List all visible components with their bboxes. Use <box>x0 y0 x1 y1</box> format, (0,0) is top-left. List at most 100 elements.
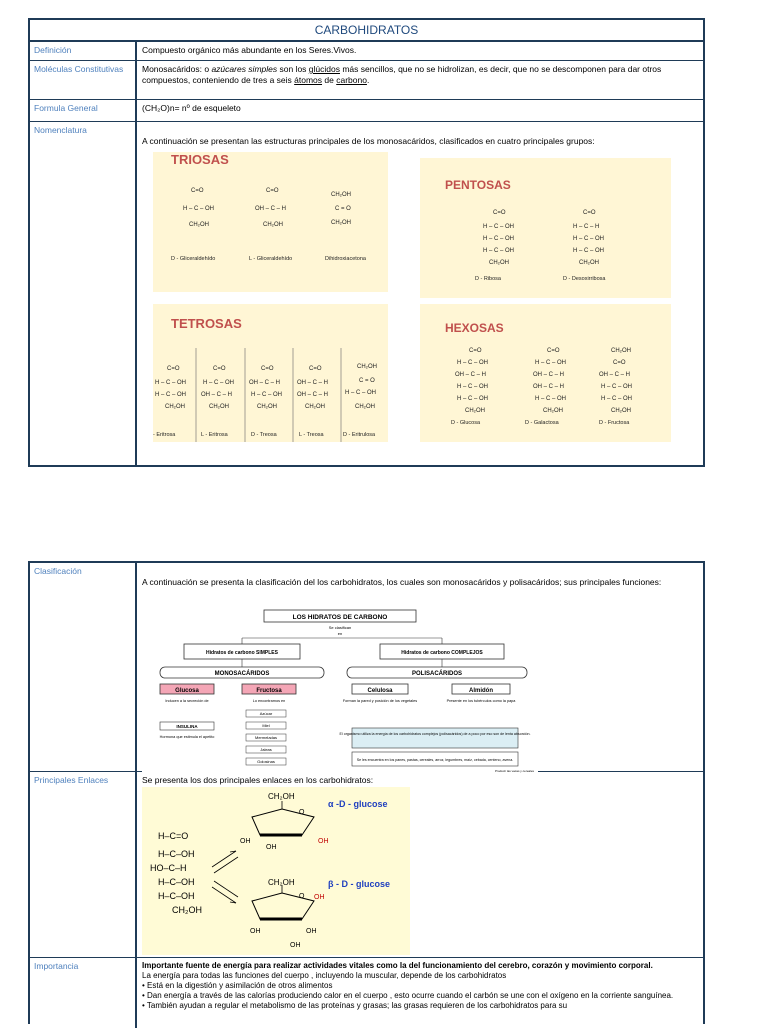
map-complejos: Hidratos de carbono COMPLEJOS <box>401 650 483 656</box>
pentosa-structures: C=O H – C – OH H – C – OH H – C – OH CH₂OH C… <box>483 210 604 266</box>
map-mono: MONOSACÁRIDOS <box>215 670 270 677</box>
link-glucidos[interactable]: glúcidos <box>308 64 340 74</box>
map-fructosa-items: Azúcar Miel Mermeladas Jaleas Golosinas <box>245 709 287 766</box>
tetrosa-names: - Eritrosa L - Eritrosa D - Treosa L - T… <box>153 432 376 438</box>
svg-text:O: O <box>299 809 305 816</box>
map-en: en <box>338 631 342 636</box>
tetrosa-name-4: L - Treosa <box>299 432 324 438</box>
svg-text:C=O: C=O <box>191 188 204 194</box>
row-importancia: Importancia Importante fuente de energía… <box>30 958 703 1028</box>
svg-text:H – C – OH: H – C – OH <box>251 392 282 398</box>
label-moleculas: Moléculas Constitutivas <box>30 61 137 99</box>
pentosas-title: PENTOSAS <box>445 178 511 192</box>
chain-line-4: H–C–OH <box>158 877 195 887</box>
hexosa-structures: C=O H – C – OH OH – C – H H – C – OH H – C –… <box>455 348 632 414</box>
svg-text:C=O: C=O <box>261 366 274 372</box>
nomenclatura-intro: A continuación se presentan las estructu… <box>142 136 595 146</box>
value-importancia: Importante fuente de energía para realiz… <box>137 958 703 1028</box>
tetrosa-name-1: - Eritrosa <box>153 432 176 438</box>
triosas-title: TRIOSAS <box>171 152 229 167</box>
svg-text:CH₂OH: CH₂OH <box>465 408 485 414</box>
svg-text:H – C – OH: H – C – OH <box>535 360 566 366</box>
label-clasificacion: Clasificación <box>30 563 137 771</box>
row-enlaces: Principales Enlaces Se presenta los dos … <box>30 772 703 958</box>
map-box1: El organismo utiliza la energía de los c… <box>340 732 531 736</box>
svg-text:OH: OH <box>306 928 317 935</box>
classification-map: LOS HIDRATOS DE CARBONO Se clasifican en… <box>142 604 538 774</box>
tetrosa-structures: C=O H – C – OH H – C – OH CH₂OH C=O H – C – … <box>155 348 377 442</box>
mol-text-7: de <box>322 75 337 85</box>
link-atomos[interactable]: átomos <box>294 75 323 85</box>
svg-text:H – C – OH: H – C – OH <box>155 392 186 398</box>
map-fr-note: Lo encontramos en <box>253 699 286 703</box>
value-moleculas: Monosacáridos: o azúcares simples son lo… <box>137 61 703 99</box>
tetrosas-title: TETROSAS <box>171 316 242 331</box>
map-box2: Se les encuentra en los panes, pastas, c… <box>357 758 514 762</box>
svg-text:CH₂OH: CH₂OH <box>209 404 229 410</box>
svg-text:H – C – OH: H – C – OH <box>155 380 186 386</box>
svg-text:OH – C – H: OH – C – H <box>533 372 564 378</box>
svg-text:C=O: C=O <box>167 366 180 372</box>
svg-text:H – C – OH: H – C – OH <box>483 236 514 242</box>
map-almidon: Almidón <box>469 688 493 694</box>
svg-text:H – C – OH: H – C – OH <box>601 396 632 402</box>
svg-text:H – C – OH: H – C – OH <box>457 360 488 366</box>
tetrosa-name-2: L - Eritrosa <box>201 432 229 438</box>
svg-text:CH₂OH: CH₂OH <box>489 260 509 266</box>
map-celulosa: Celulosa <box>367 688 393 694</box>
pentosa-name-1: D - Ribosa <box>475 276 502 282</box>
hexosa-names: D - Glucosa D - Galactosa D - Fructosa <box>451 420 630 426</box>
svg-text:H – C – OH: H – C – OH <box>457 384 488 390</box>
hexosa-name-1: D - Glucosa <box>451 420 481 426</box>
label-definicion: Definición <box>30 42 137 60</box>
map-se-clasifican: Se clasifican <box>329 625 351 630</box>
table-carbohidratos-2: Clasificación A continuación se presenta… <box>28 561 705 1028</box>
tetrosa-name-5: D - Eritrulosa <box>343 432 376 438</box>
svg-text:CH₂OH: CH₂OH <box>331 220 351 226</box>
svg-text:OH: OH <box>266 844 277 851</box>
map-glucosa: Glucosa <box>175 688 199 694</box>
value-clasificacion: A continuación se presenta la clasificac… <box>137 563 703 771</box>
importancia-line-2: • Está en la digestión y asimilación de … <box>142 981 333 990</box>
row-nomenclatura: Nomenclatura A continuación se presentan… <box>30 122 703 465</box>
svg-text:O: O <box>299 893 305 900</box>
map-poli: POLISACÁRIDOS <box>412 670 462 677</box>
alpha-ch2oh: CH₂OH <box>268 792 295 801</box>
chain-line-1: H–C=O <box>158 831 188 841</box>
svg-text:CH₂OH: CH₂OH <box>579 260 599 266</box>
chain-line-2: H–C–OH <box>158 849 195 859</box>
map-fr-item-2: Miel <box>262 723 269 728</box>
svg-text:H – C – OH: H – C – OH <box>573 236 604 242</box>
svg-text:OH – C – H: OH – C – H <box>533 384 564 390</box>
table-title: CARBOHIDRATOS <box>30 20 703 42</box>
mol-text-2: azúcares simples <box>211 64 278 74</box>
svg-text:C=O: C=O <box>493 210 506 216</box>
svg-text:OH – C – H: OH – C – H <box>455 372 486 378</box>
link-carbono[interactable]: carbono <box>336 75 367 85</box>
svg-text:H – C – OH: H – C – OH <box>203 380 234 386</box>
svg-text:H – C – OH: H – C – OH <box>573 248 604 254</box>
label-nomenclatura: Nomenclatura <box>30 122 137 465</box>
map-hormona: Hormona que estimula el apetito <box>160 735 215 739</box>
svg-text:H – C – OH: H – C – OH <box>183 206 214 212</box>
svg-text:CH₂OH: CH₂OH <box>355 404 375 410</box>
svg-text:OH: OH <box>290 942 301 949</box>
svg-text:H – C – H: H – C – H <box>573 224 599 230</box>
map-fructosa: Fructosa <box>256 688 282 694</box>
label-importancia: Importancia <box>30 958 137 1028</box>
chain-line-6: CH₂OH <box>172 905 202 915</box>
triosa-name-1: D - Gliceraldehído <box>171 256 215 262</box>
row-moleculas: Moléculas Constitutivas Monosacáridos: o… <box>30 61 703 100</box>
svg-text:C=O: C=O <box>613 360 626 366</box>
svg-text:OH – C – H: OH – C – H <box>297 392 328 398</box>
mol-text-9: . <box>366 75 370 85</box>
svg-text:CH₂OH: CH₂OH <box>611 348 631 354</box>
svg-text:C=O: C=O <box>583 210 596 216</box>
mol-text-5: más sencillos, que no se hidrolizan, es … <box>142 64 662 85</box>
pentosa-names: D - Ribosa D - Desoxirribosa <box>475 276 606 282</box>
hexosa-name-3: D - Fructosa <box>599 420 630 426</box>
svg-text:H – C – OH: H – C – OH <box>601 384 632 390</box>
svg-text:C=O: C=O <box>213 366 226 372</box>
svg-text:OH – C – H: OH – C – H <box>599 372 630 378</box>
label-enlaces: Principales Enlaces <box>30 772 137 957</box>
